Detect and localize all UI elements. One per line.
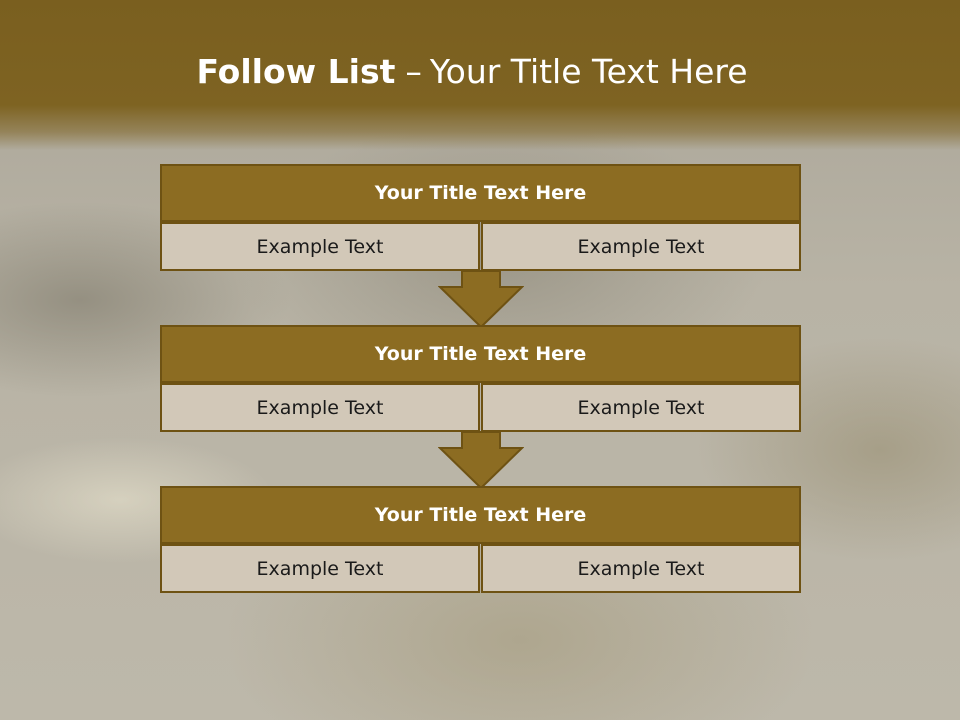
flow-box-3: Your Title Text Here Example Text Exampl…	[160, 486, 801, 593]
down-arrow-icon	[438, 431, 524, 489]
flow-box-left-cell: Example Text	[160, 544, 480, 593]
flow-box-2: Your Title Text Here Example Text Exampl…	[160, 325, 801, 432]
flow-box-left-cell: Example Text	[160, 222, 480, 271]
down-arrow-icon	[438, 270, 524, 328]
title-rest: Your Title Text Here	[429, 52, 748, 91]
flow-box-title: Your Title Text Here	[160, 325, 801, 383]
flow-box-right-cell: Example Text	[481, 544, 801, 593]
flow-box-right-cell: Example Text	[481, 383, 801, 432]
flow-box-left-cell: Example Text	[160, 383, 480, 432]
title-dash: –	[405, 52, 422, 91]
header-band	[0, 0, 960, 150]
flow-box-1: Your Title Text Here Example Text Exampl…	[160, 164, 801, 271]
flow-box-title: Your Title Text Here	[160, 486, 801, 544]
flow-box-right-cell: Example Text	[481, 222, 801, 271]
slide-title: Follow List–Your Title Text Here	[0, 52, 944, 91]
title-bold: Follow List	[196, 52, 396, 91]
flow-box-title: Your Title Text Here	[160, 164, 801, 222]
